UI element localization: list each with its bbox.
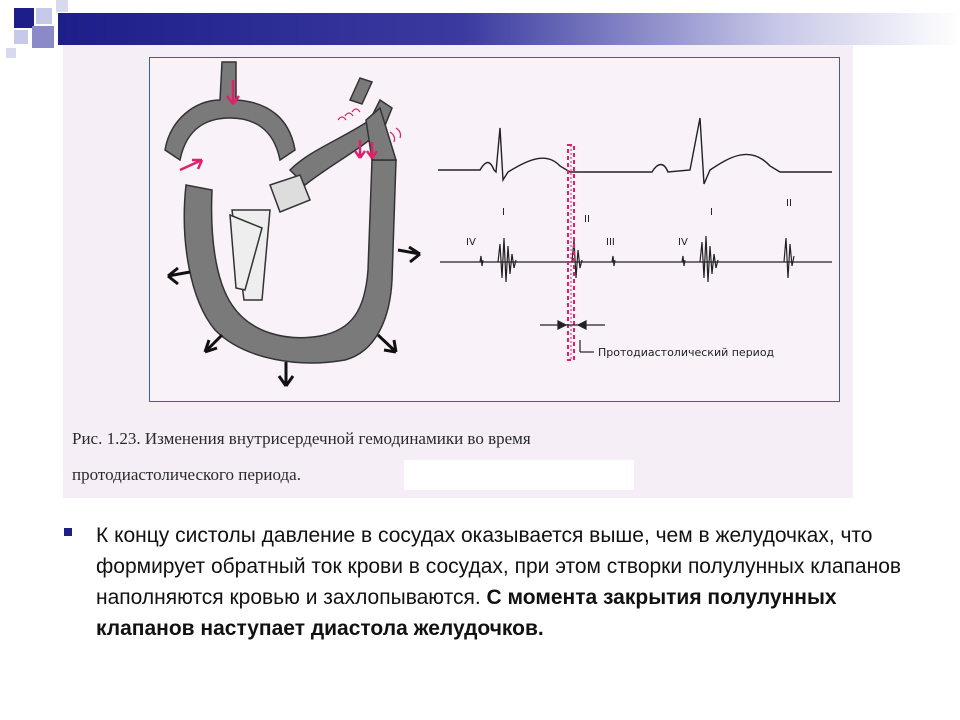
ventricle-wall [183, 159, 397, 364]
phonocardiogram [440, 235, 832, 283]
flow-arrow-top [226, 80, 240, 105]
arrow-left [167, 266, 191, 286]
label-wave-IV-right: IV [678, 237, 688, 248]
caption-mask [404, 460, 634, 490]
arrow-bottom [277, 362, 295, 387]
figure-caption-line-2: протодиастолического периода. [72, 465, 301, 484]
valve-flap-2 [229, 213, 263, 291]
figure-caption-line-1: Рис. 1.23. Изменения внутрисердечной гем… [72, 429, 531, 448]
ecg-trace [438, 117, 832, 185]
flow-arrow-left [179, 158, 204, 172]
vessel-tube [365, 106, 398, 161]
aorta-wall [288, 98, 393, 187]
arrow-right [397, 245, 421, 264]
flow-lines-2 [389, 127, 402, 143]
heart-schematic [164, 61, 398, 364]
bullet-text-regular: К концу систолы давление в сосудах оказы… [96, 524, 902, 609]
label-wave-I-right: I [710, 207, 713, 218]
bullet-text-bold: С момента закрытия полулунных клапанов н… [96, 586, 837, 640]
bullet-marker [64, 528, 72, 536]
label-wave-II-ecg: II [584, 214, 590, 225]
valve-flap [269, 174, 311, 213]
outward-arrows [167, 245, 421, 387]
arrow-bottom-left [203, 333, 224, 354]
pcg-burst-3 [699, 235, 719, 283]
bullet-text: К концу систолы давление в сосудах оказы… [96, 520, 916, 644]
aorta-top [348, 77, 374, 105]
label-wave-II-right: II [786, 198, 792, 209]
flow-arrows [179, 80, 402, 172]
period-indicator [540, 320, 605, 353]
flow-lines [337, 108, 361, 121]
flow-arrow-right-1 [353, 140, 367, 159]
label-wave-IV-left: IV [466, 237, 476, 248]
label-wave-III: III [606, 237, 615, 248]
pcg-burst-2 [571, 239, 583, 279]
flow-arrow-right-2 [365, 142, 379, 159]
pcg-burst-1 [497, 237, 517, 283]
pcg-small-2 [611, 255, 616, 267]
title-bar [58, 13, 960, 45]
atrium-wall [164, 61, 296, 162]
pcg-small-3 [681, 255, 686, 267]
pcg-small-1 [479, 255, 484, 267]
arrow-bottom-right [376, 333, 398, 354]
label-wave-I-ecg: I [502, 207, 505, 218]
label-period: Протодиастолический период [598, 346, 775, 359]
pcg-burst-4 [783, 237, 795, 279]
